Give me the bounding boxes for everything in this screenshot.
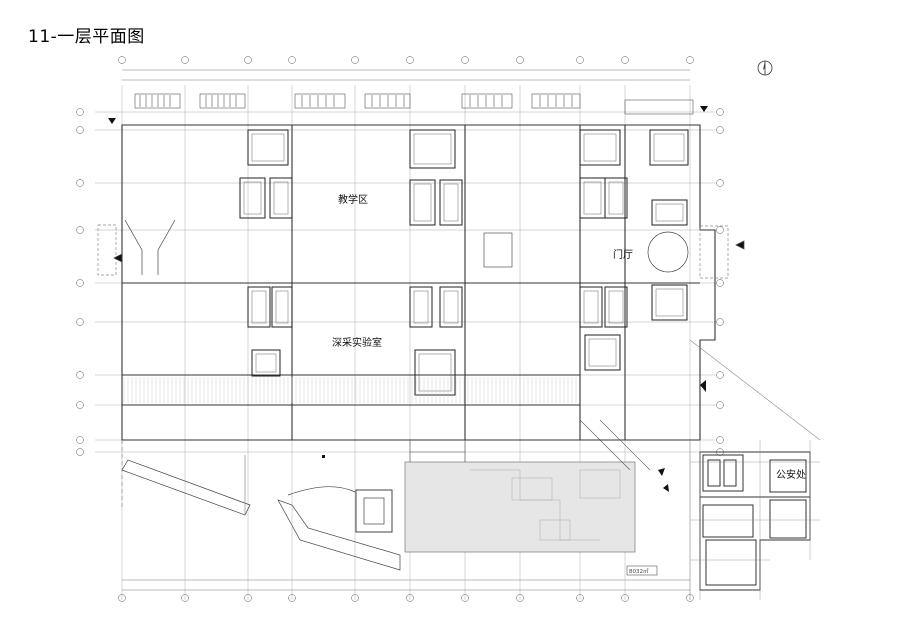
core-block <box>579 286 603 328</box>
south-wing <box>121 440 401 571</box>
core-block <box>651 199 688 226</box>
core-block <box>239 177 266 219</box>
core-block <box>247 129 289 166</box>
axis-bubble <box>76 318 84 326</box>
axis-bubble <box>716 108 724 116</box>
core-block <box>247 286 271 328</box>
axis-bubble <box>716 318 724 326</box>
axis-markers-right <box>716 108 724 456</box>
core-block <box>649 129 689 166</box>
core-block <box>584 334 621 371</box>
label-lab: 深采实验室 <box>332 336 382 349</box>
axis-bubble <box>716 226 724 234</box>
axis-bubble <box>76 179 84 187</box>
main-building <box>121 124 716 441</box>
axis-bubble <box>516 56 524 64</box>
axis-bubble <box>686 56 694 64</box>
axis-bubble <box>716 371 724 379</box>
entrance-markers <box>108 106 708 492</box>
axis-bubble <box>621 56 629 64</box>
axis-bubble <box>716 436 724 444</box>
axis-bubble <box>351 56 359 64</box>
axis-bubble <box>181 56 189 64</box>
page-title: 11-一层平面图 <box>28 27 145 47</box>
top-balconies <box>134 93 694 115</box>
axis-bubble <box>118 56 126 64</box>
core-block <box>409 179 436 226</box>
annex-grid <box>689 440 820 600</box>
axis-bubble <box>716 179 724 187</box>
stair-cores <box>239 129 689 396</box>
core-block <box>579 129 621 166</box>
area-note-box <box>626 565 658 576</box>
axis-bubble <box>716 126 724 134</box>
core-block <box>604 177 628 219</box>
axis-markers-top <box>118 56 694 64</box>
label-police: 公安处 <box>776 468 806 481</box>
axis-bubble <box>76 108 84 116</box>
axis-bubble <box>576 56 584 64</box>
left-entrance <box>97 219 176 276</box>
core-block <box>271 286 293 328</box>
entry-ramps <box>409 339 821 471</box>
axis-bubble <box>76 279 84 287</box>
core-block <box>604 286 628 328</box>
core-block <box>439 286 463 328</box>
area-note: 8032㎡ <box>629 567 649 575</box>
courtyard-paths <box>470 469 621 541</box>
axis-bubble <box>76 126 84 134</box>
axis-bubble <box>461 56 469 64</box>
axis-bubble <box>76 371 84 379</box>
axis-markers-left <box>76 108 84 456</box>
axis-markers-bottom <box>118 594 694 602</box>
axis-bubble <box>716 401 724 409</box>
lobby-rotunda <box>647 225 745 279</box>
core-block <box>269 177 293 219</box>
core-block <box>409 129 456 169</box>
axis-bubble <box>244 56 252 64</box>
north-arrow-icon <box>757 60 773 76</box>
label-teaching-area: 教学区 <box>338 193 368 206</box>
axis-bubble <box>76 401 84 409</box>
axis-bubble <box>76 226 84 234</box>
axis-bubble <box>288 56 296 64</box>
axis-bubble <box>76 448 84 456</box>
top-dimensions <box>122 69 690 591</box>
axis-bubble <box>76 436 84 444</box>
axis-bubble <box>716 279 724 287</box>
core-block <box>651 284 688 321</box>
axis-bubble <box>406 56 414 64</box>
core-block <box>251 349 281 377</box>
corridor-hatch <box>123 377 577 403</box>
core-block <box>409 286 433 328</box>
atrium-void <box>483 232 513 268</box>
core-block <box>414 349 456 396</box>
label-lobby: 门厅 <box>613 248 633 261</box>
core-block <box>439 179 463 226</box>
